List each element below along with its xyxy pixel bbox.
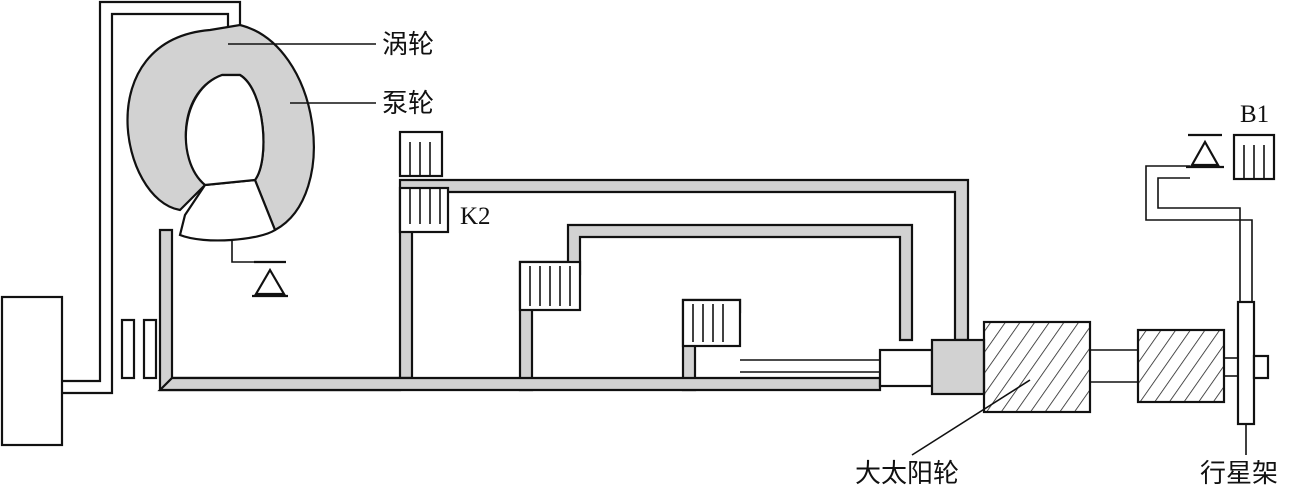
planet-carrier-label: 行星架: [1200, 459, 1278, 489]
bearing-block-right: [142, 318, 158, 380]
engine-block: [0, 295, 64, 447]
clutch-k2-upper: [398, 130, 444, 178]
shaft-sleeve: [878, 348, 934, 388]
sun-gear-hub: [930, 338, 986, 396]
brake-b1-label: B1: [1240, 101, 1269, 128]
clutch-k2-lower: [398, 186, 450, 234]
large-sun-gear: [982, 320, 1092, 414]
bearing-block-left: [120, 318, 136, 380]
brake-b1-one-way-clutch: [1186, 133, 1224, 169]
stator-one-way-clutch: [252, 260, 288, 298]
clutch-pack-middle: [518, 260, 582, 312]
sun-gear-leader: [911, 379, 1031, 456]
planet-gear: [1136, 328, 1226, 404]
brake-b1-pack: [1232, 133, 1276, 181]
large-sun-gear-label: 大太阳轮: [855, 459, 959, 489]
clutch-pack-lower: [681, 298, 742, 348]
brake-b1-linkage: [1145, 165, 1263, 302]
turbine-runner: [178, 178, 277, 242]
stator-shaft: [231, 240, 270, 263]
gear-connecting-shaft: [1090, 349, 1138, 383]
converter-core: [184, 73, 265, 187]
sun-gear-input-shaft: [740, 359, 880, 373]
bottom-shaft: [157, 376, 882, 392]
turbine-label: 涡轮: [382, 30, 434, 60]
pump-label: 泵轮: [382, 89, 434, 119]
clutch-k2-label: K2: [460, 203, 491, 230]
planet-carrier: [1236, 300, 1256, 426]
carrier-output-shaft: [1224, 354, 1270, 380]
